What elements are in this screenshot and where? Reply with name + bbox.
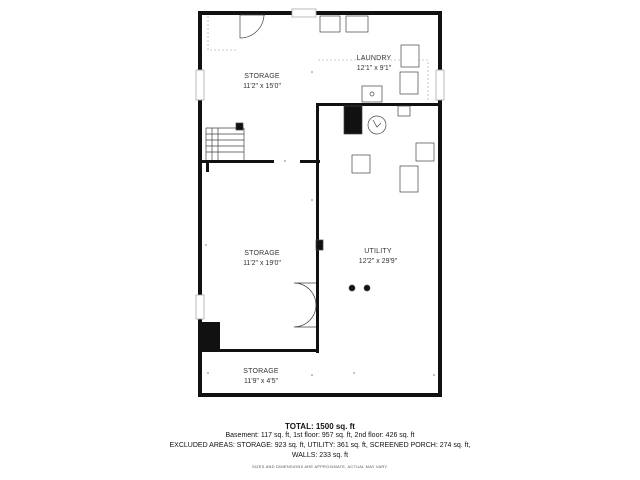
room-name-storage-top: STORAGE: [244, 73, 280, 80]
wall-stub: [206, 162, 209, 172]
window-left-top: [195, 69, 205, 101]
floor-plan: STORAGE 11'2" x 15'0" LAUNDRY 12'1" x 9'…: [195, 8, 445, 397]
wall-laundry-utility: [318, 103, 438, 106]
appliance-1: [319, 15, 341, 33]
column-wall: [315, 239, 324, 251]
excluded-areas: EXCLUDED AREAS: STORAGE: 923 sq. ft, UTI…: [169, 442, 471, 449]
room-name-laundry: LAUNDRY: [357, 55, 392, 62]
chimney-block: [343, 105, 363, 135]
disclaimer: SIZES AND DIMENSIONS ARE APPROXIMATE, AC…: [251, 464, 389, 469]
dashed-lines: [207, 16, 429, 100]
appliance-2: [345, 15, 369, 33]
room-name-storage-middle: STORAGE: [244, 250, 280, 257]
utility-sink: [415, 142, 435, 162]
storage-block: [202, 322, 220, 350]
wall-storage-divider-left: [202, 160, 274, 163]
window-left-bottom: [195, 294, 205, 320]
window-top: [291, 8, 317, 18]
water-heater: [367, 115, 387, 135]
furnace: [351, 154, 371, 174]
wall-utility-left: [316, 103, 319, 353]
room-name-storage-bottom: STORAGE: [243, 368, 279, 375]
room-dims-storage-bottom: 11'9" x 4'5": [244, 378, 278, 385]
door-top-storage: [239, 14, 265, 39]
exterior-walls: [198, 11, 442, 397]
double-door: [293, 282, 317, 328]
utility-fixtures: [315, 105, 435, 292]
room-dims-storage-top: 11'2" x 15'0": [243, 83, 281, 90]
room-dims-utility: 12'2" x 29'9": [359, 258, 398, 265]
dryer: [399, 71, 419, 95]
tank: [399, 165, 419, 193]
washer: [400, 44, 420, 68]
area-breakdown: Basement: 117 sq. ft, 1st floor: 957 sq.…: [225, 432, 415, 439]
walls-area: WALLS: 233 sq. ft: [291, 452, 349, 459]
outlet-marks: [205, 71, 435, 376]
wall-storage-divider-right: [300, 160, 320, 163]
staircase: [205, 122, 245, 160]
window-right: [435, 69, 445, 101]
room-dims-laundry: 12'1" x 9'1": [357, 65, 392, 72]
total-area: TOTAL: 1500 sq. ft: [285, 422, 355, 431]
windows: [195, 8, 445, 320]
small-sink: [397, 105, 411, 117]
column-1: [348, 284, 356, 292]
laundry-fixtures: [319, 15, 420, 117]
wall-storage-bottom: [202, 349, 318, 352]
room-dims-storage-middle: 11'2" x 19'0": [243, 260, 281, 267]
column-2: [363, 284, 371, 292]
interior-walls: [202, 103, 438, 353]
room-name-utility: UTILITY: [364, 248, 392, 255]
